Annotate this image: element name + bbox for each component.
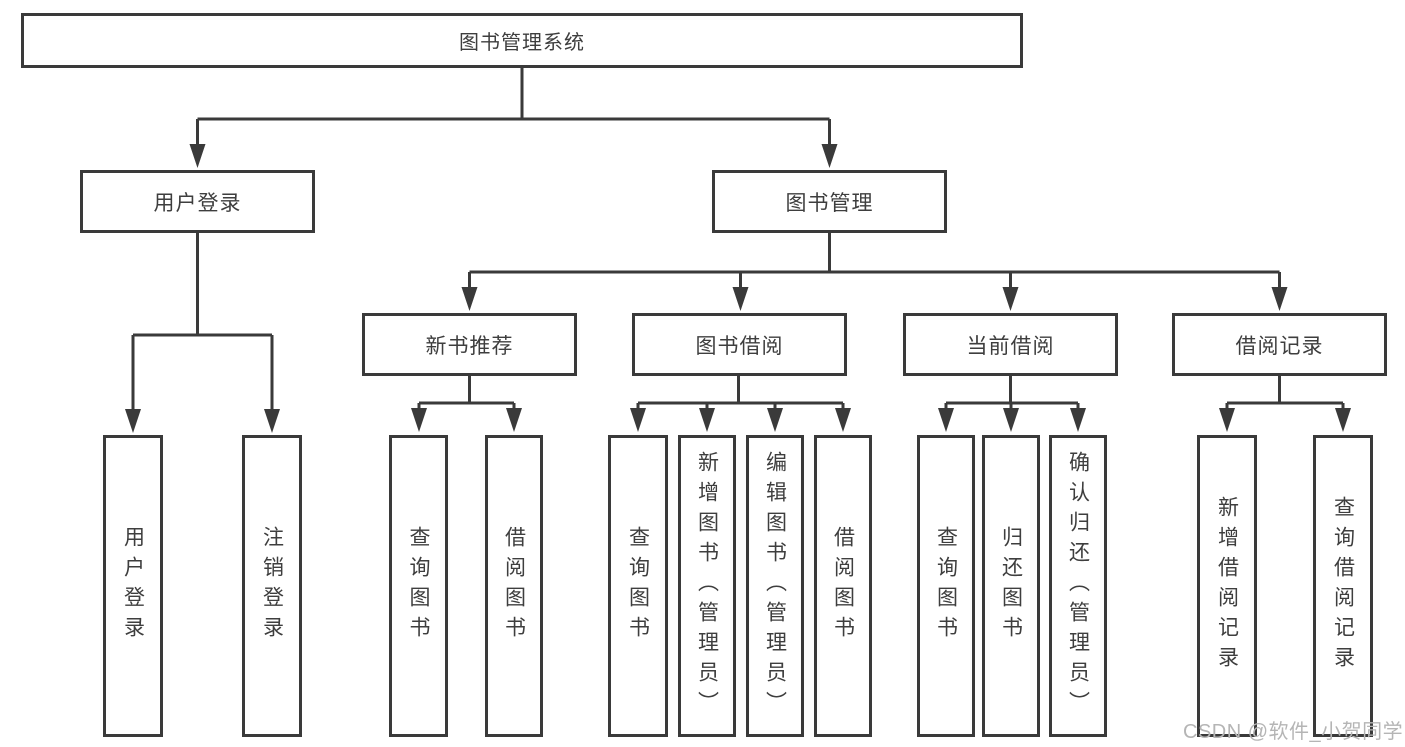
leaf-confirm-return-admin-label: 确认归还（管理员） [1066,451,1090,721]
leaf-user-login-label: 用户登录 [121,526,145,646]
node-book-borrow: 图书借阅 [632,313,847,376]
leaf-logout-label: 注销登录 [260,526,284,646]
node-new-book-recommend-label: 新书推荐 [425,334,514,358]
leaf-borrow-query-books: 查询图书 [608,435,668,737]
leaf-logout: 注销登录 [242,435,302,737]
leaf-add-books-admin-label: 新增图书（管理员） [695,451,719,721]
leaf-user-login: 用户登录 [103,435,163,737]
node-current-borrow-label: 当前借阅 [966,334,1055,358]
node-user-login: 用户登录 [80,170,315,233]
node-user-login-label: 用户登录 [153,191,242,215]
node-borrow-records: 借阅记录 [1172,313,1387,376]
leaf-confirm-return-admin: 确认归还（管理员） [1049,435,1107,737]
leaf-recommend-query-books-label: 查询图书 [407,526,430,646]
node-new-book-recommend: 新书推荐 [362,313,577,376]
leaf-query-borrow-record: 查询借阅记录 [1313,435,1373,737]
leaf-recommend-borrow-books-label: 借阅图书 [502,526,526,646]
node-root-system: 图书管理系统 [21,13,1023,68]
leaf-current-query-books: 查询图书 [917,435,975,737]
leaf-add-borrow-record: 新增借阅记录 [1197,435,1257,737]
node-book-management-label: 图书管理 [785,191,874,215]
leaf-return-books: 归还图书 [982,435,1040,737]
leaf-borrow-books: 借阅图书 [814,435,872,737]
node-book-management: 图书管理 [712,170,947,233]
node-book-borrow-label: 图书借阅 [695,334,784,358]
leaf-recommend-query-books: 查询图书 [389,435,448,737]
leaf-add-borrow-record-label: 新增借阅记录 [1215,496,1239,676]
leaf-current-query-books-label: 查询图书 [934,526,958,646]
leaf-return-books-label: 归还图书 [999,526,1023,646]
leaf-add-books-admin: 新增图书（管理员） [678,435,736,737]
node-root-label: 图书管理系统 [459,32,585,54]
leaf-edit-books-admin: 编辑图书（管理员） [746,435,804,737]
leaf-recommend-borrow-books: 借阅图书 [485,435,543,737]
csdn-watermark: CSDN @软件_小贺同学 [1183,721,1404,743]
leaf-edit-books-admin-label: 编辑图书（管理员） [763,451,787,721]
node-current-borrow: 当前借阅 [903,313,1118,376]
leaf-query-borrow-record-label: 查询借阅记录 [1331,496,1355,676]
node-borrow-records-label: 借阅记录 [1235,334,1324,358]
leaf-borrow-books-label: 借阅图书 [831,526,855,646]
leaf-borrow-query-books-label: 查询图书 [626,526,650,646]
